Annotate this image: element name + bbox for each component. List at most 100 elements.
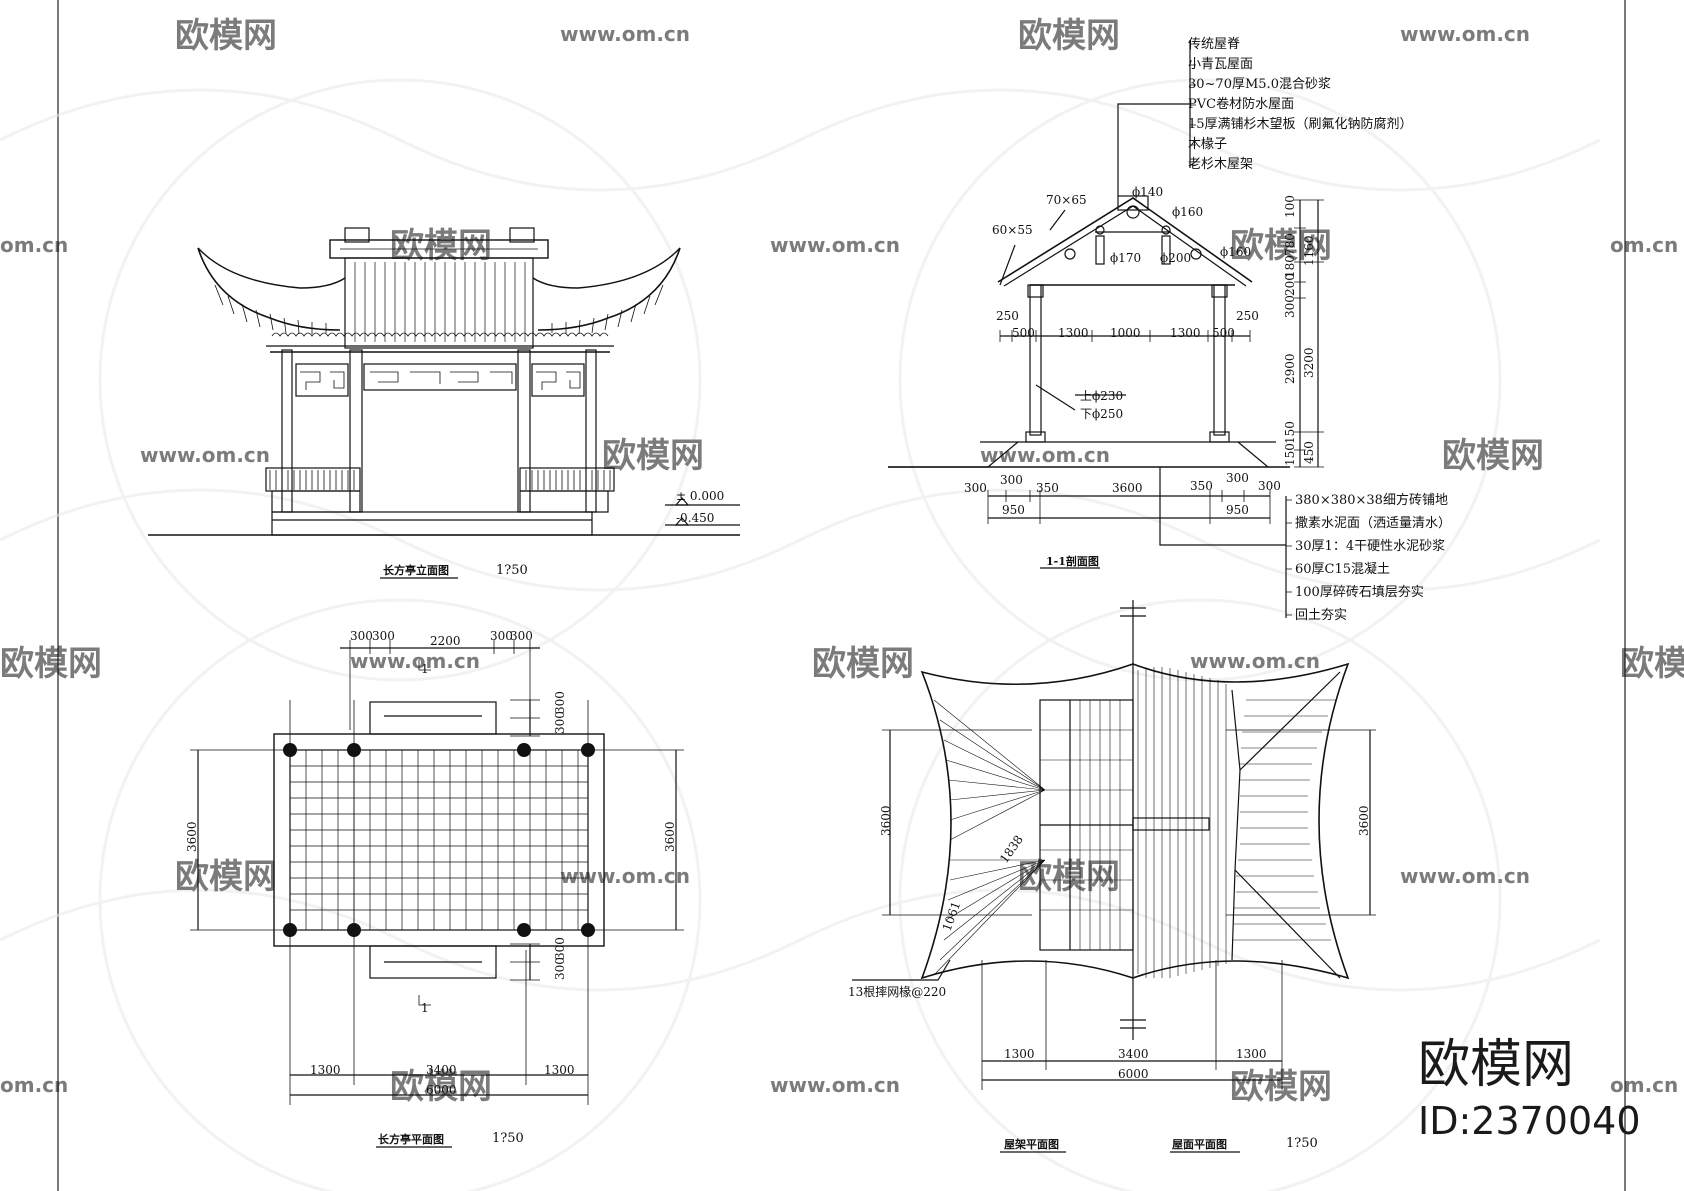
- dimension-value: 250: [996, 309, 1019, 323]
- dimension-value: 3200: [1302, 347, 1316, 378]
- watermark-logo: 欧模网: [812, 644, 914, 684]
- column-bottom-diameter: 下ϕ250: [1080, 407, 1123, 421]
- roof-plan-drawing: [852, 600, 1376, 1153]
- dimension-value: 300: [490, 629, 513, 643]
- dimension-value: 3600: [185, 821, 199, 852]
- section-cut-mark: 1: [421, 1001, 429, 1015]
- floor-tile-grid: [290, 750, 588, 930]
- elevation-drawing: [148, 227, 740, 579]
- section-labels: 60×55 70×65 ϕ140 ϕ160 ϕ160 ϕ170 ϕ200 上ϕ2…: [992, 185, 1251, 421]
- rafter-label: 60×55: [992, 223, 1033, 237]
- dimension-value: 6000: [1118, 1067, 1149, 1081]
- dimension-value: 1160: [1302, 235, 1316, 266]
- dimension-value: 300: [553, 937, 567, 960]
- dimension-value: 3600: [663, 821, 677, 852]
- roof-layer-label: 传统屋脊: [1188, 37, 1240, 52]
- watermark-url: om.cn: [0, 233, 68, 257]
- dimension-value: 780: [1283, 233, 1297, 256]
- watermark-url: om.cn: [1610, 233, 1678, 257]
- brand-name: 欧模网: [1418, 1035, 1574, 1095]
- watermark-url: www.om.cn: [980, 443, 1110, 467]
- dimension-value: 150: [1283, 443, 1297, 466]
- dimension-value: 300: [553, 711, 567, 734]
- plan-scale: 1?50: [492, 1131, 524, 1146]
- dimension-value: 1000: [1110, 326, 1141, 340]
- dimension-value: 3600: [879, 805, 893, 836]
- member-diameter-label: ϕ160: [1220, 245, 1251, 259]
- roof-layer-label: 老杉木屋架: [1188, 157, 1253, 172]
- dimension-value: 200: [1283, 273, 1297, 296]
- section-dims-top: 250 500 1300 1000 1300 500 250: [996, 309, 1259, 340]
- column-top-diameter: 上ϕ230: [1080, 389, 1123, 403]
- floor-layer-label: 回土夯实: [1295, 608, 1347, 623]
- dimension-value: 300: [1283, 295, 1297, 318]
- dimension-value: 300: [1226, 471, 1249, 485]
- watermark-url: om.cn: [1610, 1073, 1678, 1097]
- dimension-value: 3600: [1357, 805, 1371, 836]
- dimension-value: 300: [510, 629, 533, 643]
- dimension-value: 300: [1000, 473, 1023, 487]
- dimension-value: 3400: [1118, 1047, 1149, 1061]
- plan-dimensions: 300 300 2200 300 300 1 1 300 300 300 300…: [185, 629, 677, 1097]
- watermark-url: www.om.cn: [1400, 22, 1530, 46]
- floor-layer-label: 60厚C15混凝土: [1295, 561, 1390, 577]
- section-floor-layers: 380×380×38细方砖铺地 撒素水泥面（洒适量清水） 30厚1：4干硬性水泥…: [1295, 492, 1451, 623]
- dimension-value: 300: [553, 957, 567, 980]
- member-diameter-label: ϕ170: [1110, 251, 1141, 265]
- dimension-value: 1300: [1004, 1047, 1035, 1061]
- section-drawing: [888, 40, 1324, 618]
- roof-layer-label: 木椽子: [1188, 137, 1227, 152]
- watermark-logo: 欧模网: [390, 1067, 492, 1107]
- watermark-logo: 欧模网: [390, 226, 492, 266]
- floor-layer-label: 380×380×38细方砖铺地: [1295, 492, 1448, 508]
- watermark-logo: 欧模网: [0, 644, 102, 684]
- watermark-logo: 欧模网: [602, 436, 704, 476]
- plan-columns: [283, 743, 595, 937]
- dimension-value: 1300: [1236, 1047, 1267, 1061]
- dimension-value: 500: [1212, 326, 1235, 340]
- elevation-level-top: ± 0.000: [676, 489, 724, 503]
- watermark-logo: 欧模网: [1230, 1067, 1332, 1107]
- dimension-value: 3600: [1112, 481, 1143, 495]
- dimension-value: 100: [1283, 195, 1297, 218]
- dimension-value: 300: [964, 481, 987, 495]
- elevation-scale: 1?50: [496, 563, 528, 578]
- member-diameter-label: ϕ160: [1172, 205, 1203, 219]
- rafter-note: 13根摔网椽@220: [848, 985, 946, 999]
- dimension-value: 3400: [426, 1063, 457, 1077]
- dimension-value: 1300: [1058, 326, 1089, 340]
- dimension-value: 300: [1258, 479, 1281, 493]
- rafter-label: 70×65: [1046, 193, 1087, 207]
- roof-layer-label: 15厚满铺杉木望板（刷氟化钠防腐剂）: [1188, 116, 1413, 132]
- dimension-value: 950: [1002, 503, 1025, 517]
- elevation-level-bottom: -0.450: [676, 511, 714, 525]
- watermark-logo: 欧模网: [1620, 644, 1684, 684]
- watermark-logo: 欧模网: [1018, 16, 1120, 56]
- dimension-value: 1300: [310, 1063, 341, 1077]
- dimension-value: 150: [1283, 421, 1297, 444]
- watermark-url: www.om.cn: [770, 1073, 900, 1097]
- roof-layer-label: 30~70厚M5.0混合砂浆: [1188, 77, 1331, 92]
- dimension-value: 1300: [1170, 326, 1201, 340]
- brand-id: ID:2370040: [1418, 1099, 1641, 1143]
- dimension-value: 300: [372, 629, 395, 643]
- roof-layer-label: 小青瓦屋面: [1188, 57, 1253, 72]
- dimension-value: 300: [350, 629, 373, 643]
- section-title: 1-1剖面图: [1046, 554, 1099, 568]
- dimension-value: 500: [1012, 326, 1035, 340]
- elevation-title: 长方亭立面图: [383, 563, 449, 577]
- dimension-value: 450: [1302, 441, 1316, 464]
- member-diameter-label: ϕ200: [1160, 251, 1191, 265]
- dimension-value: 2200: [430, 634, 461, 648]
- dimension-value: 250: [1236, 309, 1259, 323]
- section-cut-mark: 1: [421, 662, 429, 676]
- watermark-url: www.om.cn: [560, 864, 690, 888]
- watermark-url: om.cn: [0, 1073, 68, 1097]
- watermark-logo: 欧模网: [1442, 436, 1544, 476]
- section-dims-bottom: 300 300 350 3600 350 300 300 950 950: [964, 471, 1281, 517]
- dimension-value: 1300: [544, 1063, 575, 1077]
- watermark-logo: 欧模网: [175, 16, 277, 56]
- floor-layer-label: 30厚1：4干硬性水泥砂浆: [1295, 539, 1445, 554]
- watermark-logo: 欧模网: [1018, 857, 1120, 897]
